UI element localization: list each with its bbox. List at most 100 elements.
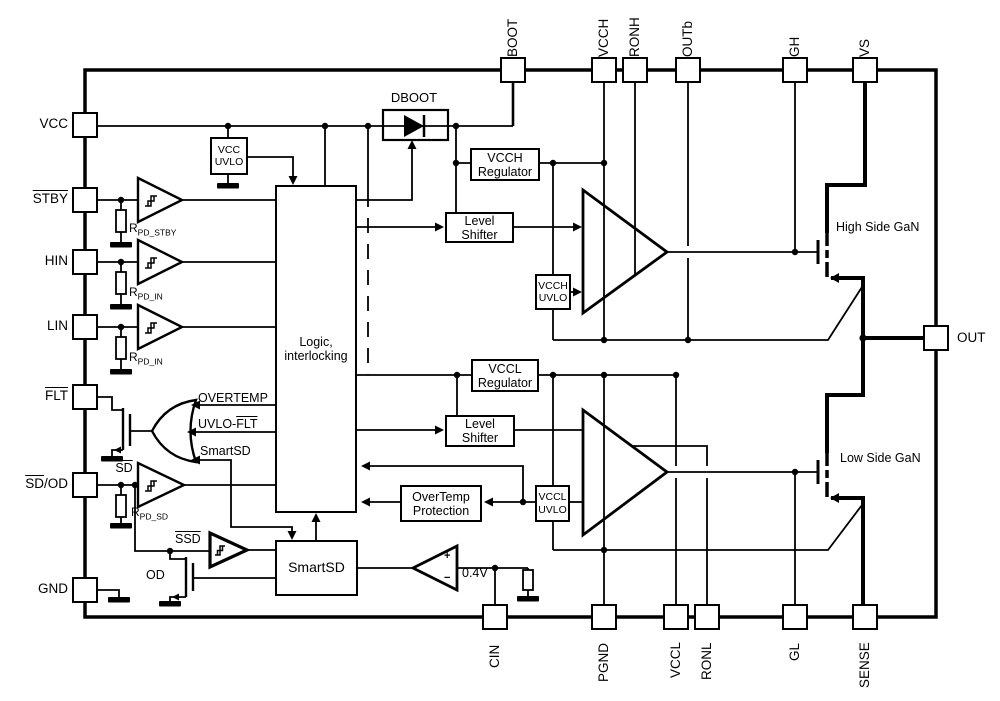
pin-label-gl: GL xyxy=(787,642,802,661)
vcch-reg-input xyxy=(455,126,470,212)
pin-pgnd xyxy=(591,604,617,630)
pin-vcc xyxy=(72,112,98,138)
vs-return-rail xyxy=(553,286,863,341)
ground-icon xyxy=(217,183,239,189)
fault-or-gate-icon xyxy=(150,398,198,464)
comparator-ref-label: 0.4V xyxy=(462,566,488,580)
rpd-stby-resistor-icon xyxy=(115,209,127,233)
lin-schmitt-buffer-icon xyxy=(136,303,185,351)
ssd-schmitt-buffer-icon xyxy=(208,530,251,570)
pin-label-lin: LIN xyxy=(46,318,68,333)
pin-out xyxy=(923,325,949,351)
ground-icon xyxy=(110,523,132,529)
rpd-in-lin-label: RPD_IN xyxy=(129,350,163,367)
hs-source-wire xyxy=(831,276,923,340)
pin-label-vcc: VCC xyxy=(39,116,68,131)
od-mosfet-icon xyxy=(184,557,195,597)
pin-cin xyxy=(482,604,508,630)
ground-icon xyxy=(101,456,123,462)
rpd-in-hin-label: RPD_IN xyxy=(129,285,163,302)
pin-label-cin: CIN xyxy=(487,644,502,668)
smartsd-or-wire xyxy=(196,459,293,535)
smartsd-block: SmartSD xyxy=(275,540,358,596)
pin-vcch xyxy=(591,57,617,83)
od-mosfet-leads xyxy=(169,551,186,601)
rpd-sd-resistor-icon xyxy=(115,494,127,518)
comparator-icon xyxy=(409,543,459,593)
ground-symbols xyxy=(101,183,539,607)
gnd-net xyxy=(98,589,120,597)
pin-sense xyxy=(852,604,878,630)
smartsd-signal-label: SmartSD xyxy=(200,444,251,458)
pin-label-vs: VS xyxy=(857,38,872,57)
pin-label-sense: SENSE xyxy=(857,642,872,688)
pin-label-gh: GH xyxy=(787,36,802,57)
pin-gnd xyxy=(72,577,98,603)
comparator-minus-label: − xyxy=(444,572,451,584)
rpd-stby-label: RPD_STBY xyxy=(129,221,177,238)
pin-label-ronl: RONL xyxy=(699,642,714,680)
pin-gh xyxy=(782,57,808,83)
ronl-lead xyxy=(632,445,708,604)
ground-icon xyxy=(110,369,132,375)
fault-mosfet-icon xyxy=(121,408,132,450)
pin-ronl xyxy=(694,604,720,630)
pin-label-flt: FLT xyxy=(45,388,68,403)
pin-label-sd-od: SD/OD xyxy=(25,476,68,491)
ground-icon xyxy=(159,601,181,607)
rpd-in-hin-resistor-icon xyxy=(115,271,127,295)
schmitt-hysteresis-glyphs xyxy=(145,195,225,556)
pin-gl xyxy=(782,604,808,630)
pin-hin xyxy=(72,249,98,275)
vcc-uvlo-out xyxy=(248,156,294,182)
pin-label-out: OUT xyxy=(957,330,986,345)
pin-vccl xyxy=(663,604,689,630)
pin-boot xyxy=(500,57,526,83)
low-side-driver-icon xyxy=(581,407,670,538)
pin-sd-od xyxy=(72,472,98,498)
flt-mosfet-net xyxy=(98,396,123,456)
high-side-gan-label: High Side GaN xyxy=(836,220,920,234)
ls-source-wire xyxy=(831,496,865,604)
pin-vs xyxy=(852,57,878,83)
low-side-gan-label: Low Side GaN xyxy=(840,451,921,465)
ssd-net xyxy=(134,485,210,552)
dboot-control xyxy=(357,149,413,201)
junction-dots xyxy=(117,122,867,572)
rpd-in-lin-resistor-icon xyxy=(115,336,127,360)
ground-icon xyxy=(110,242,132,248)
cin-resistor-icon xyxy=(522,569,534,591)
vccl-uvlo-signals xyxy=(366,465,535,503)
vs-power-wire xyxy=(825,83,867,233)
overtemp-signal-label: OVERTEMP xyxy=(198,391,268,405)
pin-label-boot: BOOT xyxy=(505,18,520,57)
ssd-net-label: SSD xyxy=(175,532,201,546)
uvlo-flt-signal-label: UVLO-FLT xyxy=(198,417,258,431)
hin-schmitt-buffer-icon xyxy=(136,238,185,286)
ground-icon xyxy=(517,596,539,602)
od-label: OD xyxy=(146,568,165,582)
stby-schmitt-buffer-icon xyxy=(136,176,185,224)
high-side-driver-icon xyxy=(581,187,670,316)
pin-label-vccl: VCCL xyxy=(668,641,683,678)
ground-icon xyxy=(108,597,130,603)
pin-lin xyxy=(72,314,98,340)
sd-net-label: SD xyxy=(115,461,133,475)
pin-label-ronh: RONH xyxy=(627,17,642,57)
pin-flt xyxy=(72,384,98,410)
pin-label-stby: STBY xyxy=(32,191,68,206)
pin-label-hin: HIN xyxy=(44,253,68,268)
rpd-sd-label: RPD_SD xyxy=(131,505,169,522)
pin-ronh xyxy=(622,57,648,83)
pgnd-return-rail xyxy=(553,504,863,551)
sd-schmitt-buffer-icon xyxy=(136,461,187,509)
